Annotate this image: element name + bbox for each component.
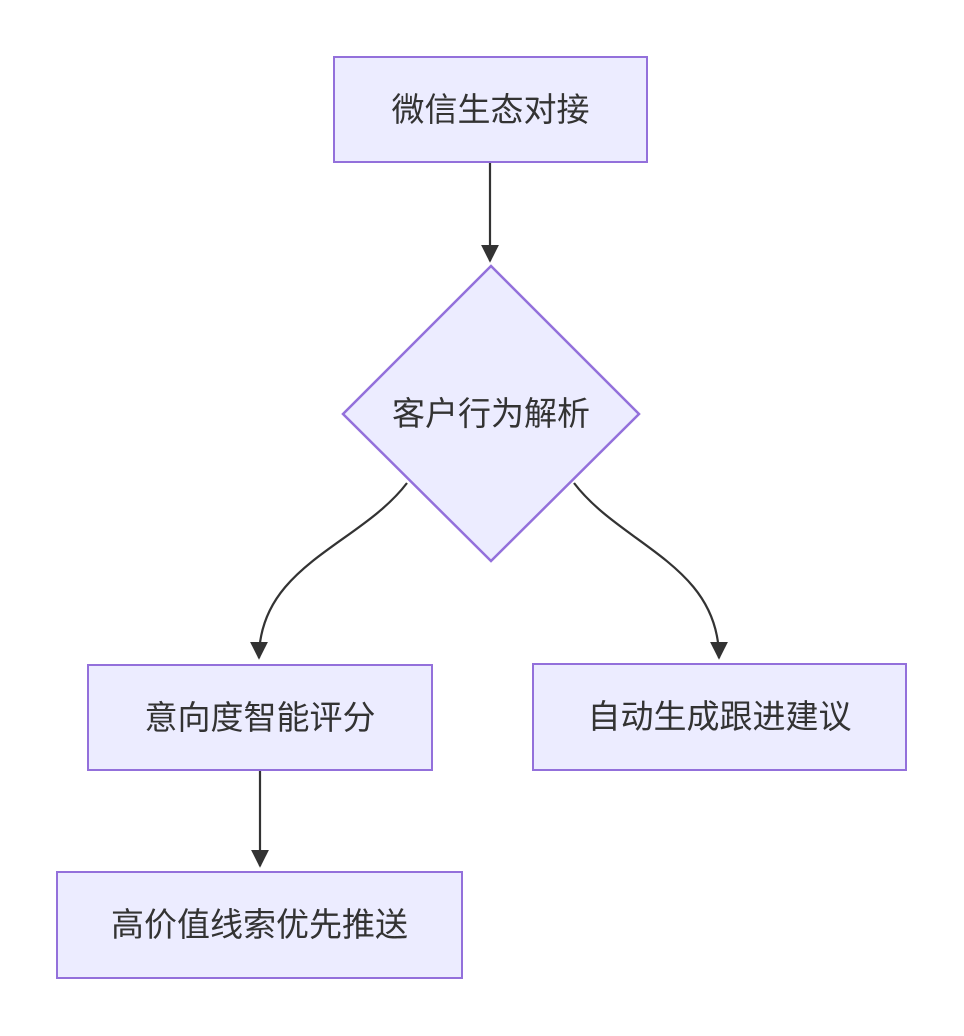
node-intent-scoring: 意向度智能评分 bbox=[87, 664, 433, 771]
node-behavior-analysis-label: 客户行为解析 bbox=[392, 395, 590, 433]
node-followup-suggestion-label: 自动生成跟进建议 bbox=[587, 698, 852, 736]
node-lead-priority-push: 高价值线索优先推送 bbox=[56, 871, 463, 979]
node-wechat-integration-label: 微信生态对接 bbox=[391, 90, 590, 128]
node-intent-scoring-label: 意向度智能评分 bbox=[144, 698, 376, 736]
node-behavior-analysis-shape bbox=[341, 264, 641, 563]
node-wechat-integration: 微信生态对接 bbox=[333, 56, 648, 163]
edge-analysis-to-suggestion bbox=[573, 482, 728, 660]
node-followup-suggestion: 自动生成跟进建议 bbox=[532, 663, 907, 771]
edge-analysis-to-scoring bbox=[250, 482, 408, 660]
node-lead-priority-push-label: 高价值线索优先推送 bbox=[111, 906, 408, 944]
